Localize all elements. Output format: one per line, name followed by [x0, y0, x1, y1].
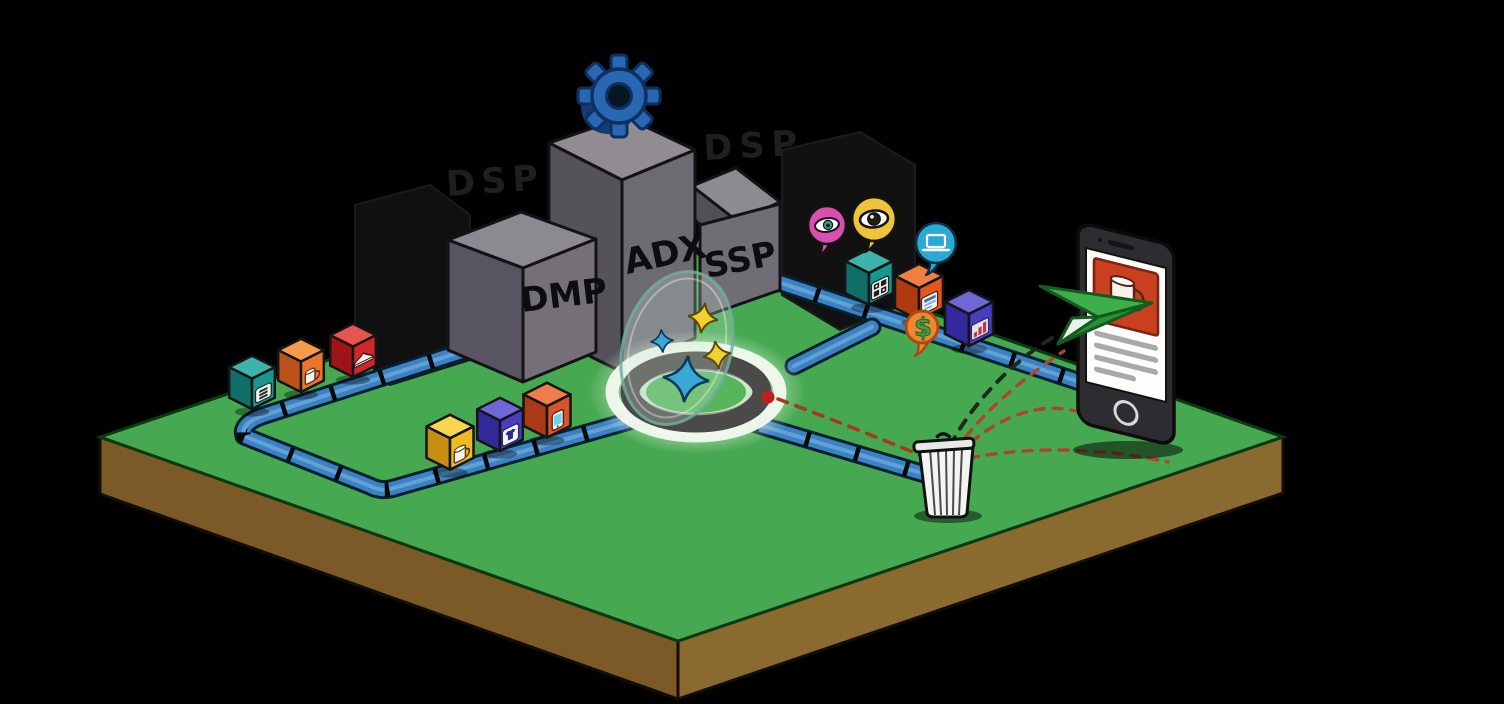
bar-chart-icon: [970, 317, 990, 341]
audience-bubbles: [806, 195, 958, 277]
red-target-dot: [761, 390, 775, 404]
mug-cube: [425, 413, 475, 478]
app-grid-icon: [870, 275, 890, 301]
sneaker-icon: [353, 352, 374, 369]
pink-eye-bubble: [806, 204, 848, 258]
app-grid-cube: [843, 247, 895, 313]
dollar-pin-bubble: $: [904, 309, 940, 358]
conveyor-items: [227, 322, 572, 478]
document-icon: [920, 290, 939, 315]
list-cube: [227, 354, 277, 417]
smartphone: [1073, 223, 1183, 459]
coffee-mug-icon: [304, 367, 321, 386]
trash-to-ad-dashed-line: [953, 349, 1066, 453]
smartphone-cube: [522, 381, 572, 446]
gear-icon: [576, 53, 662, 139]
trash-to-plane-dashed-line: [948, 336, 1054, 448]
conveyor-road-trash-spur: [746, 414, 948, 488]
dsp-left-label: DSP: [445, 158, 545, 205]
sneaker-cube: [328, 322, 378, 385]
laptop-icon: [921, 233, 951, 252]
ssp-building: SSP: [690, 166, 782, 320]
dsp-right-label: DSP: [702, 124, 805, 169]
conveyor-road-left-loop: [233, 335, 678, 500]
ad-text-lines: [1094, 330, 1158, 382]
dsp-building-left: DSP: [354, 158, 545, 387]
tshirt-cube: [475, 396, 525, 459]
yellow-eye-bubble: [850, 195, 898, 254]
paper-plane-cursor: [1038, 284, 1154, 346]
trash-can: [912, 432, 982, 523]
eye-icon: [814, 217, 840, 233]
conveyor-road-portal-spur: [784, 317, 882, 376]
coffee-cube: [276, 337, 326, 400]
conveyor-road-to-phone: [756, 268, 1138, 408]
conveyor-items-right: [843, 247, 995, 354]
home-button: [1113, 400, 1139, 426]
eye-icon: [858, 209, 890, 229]
dollar-icon: $: [914, 313, 932, 343]
chart-cube: [943, 288, 995, 354]
portal-to-trash-dashed-line: [776, 397, 922, 457]
conveyor-road-network: [233, 268, 1138, 500]
tshirt-icon: [501, 423, 520, 447]
smartphone-icon: [551, 408, 565, 431]
list-icon: [254, 382, 272, 404]
mug-icon: [453, 444, 471, 464]
dmp-building: DMP: [446, 210, 609, 384]
blue-laptop-bubble: [914, 221, 958, 277]
